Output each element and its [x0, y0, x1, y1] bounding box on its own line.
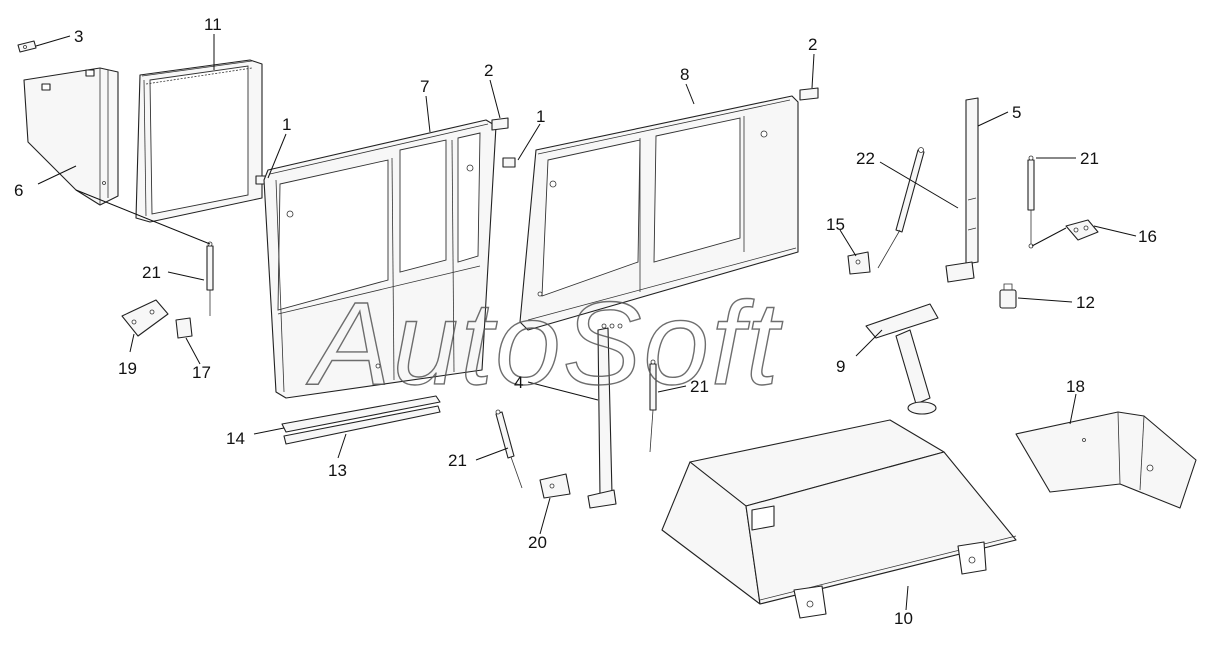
- callout-9: 9: [836, 357, 845, 376]
- part-11-filter-panel: [135, 59, 263, 223]
- part-21-strut-left: [206, 241, 214, 316]
- callout-1-right: 1: [536, 107, 545, 126]
- callout-15: 15: [826, 215, 845, 234]
- part-18-cover: [1015, 411, 1197, 509]
- part-12-switch: [999, 283, 1017, 309]
- part-13-14-sill-strip: [281, 395, 441, 445]
- leader-lines: [35, 34, 1137, 611]
- callout-21-lower: 21: [448, 451, 467, 470]
- callout-12: 12: [1076, 293, 1095, 312]
- part-19-bracket: [121, 299, 169, 337]
- callout-21-top-right: 21: [1080, 149, 1099, 168]
- part-22-gas-strut: [877, 147, 925, 269]
- callout-16: 16: [1138, 227, 1157, 246]
- part-9-pedestal: [865, 303, 939, 415]
- callout-21-center: 21: [690, 377, 709, 396]
- callout-13: 13: [328, 461, 347, 480]
- part-20-bracket: [539, 473, 571, 499]
- callout-21-left: 21: [142, 263, 161, 282]
- part-16-bracket: [1065, 219, 1099, 241]
- callout-11: 11: [204, 15, 222, 34]
- callout-2-right: 2: [808, 35, 817, 54]
- part-21-strut-lower: [495, 409, 523, 489]
- callout-10: 10: [894, 609, 913, 628]
- part-2-hinge-right: [799, 87, 819, 101]
- part-1-latch-right: [502, 157, 516, 168]
- callout-19: 19: [118, 359, 137, 378]
- part-5-post: [945, 97, 979, 283]
- callout-1-left: 1: [282, 115, 291, 134]
- callout-6: 6: [14, 181, 23, 200]
- part-8-door-frame: [519, 95, 799, 331]
- callout-7: 7: [420, 77, 429, 96]
- part-7-door-frame: [263, 119, 497, 399]
- part-10-housing: [661, 419, 1017, 619]
- callout-4: 4: [514, 373, 523, 392]
- part-3-bracket: [17, 40, 37, 53]
- callout-5: 5: [1012, 103, 1021, 122]
- callout-2-left: 2: [484, 61, 493, 80]
- part-17-plate: [175, 317, 193, 339]
- callout-8: 8: [680, 65, 689, 84]
- part-4-post: [587, 323, 623, 509]
- part-2-hinge-left: [491, 117, 509, 131]
- callout-20: 20: [528, 533, 547, 552]
- callout-22: 22: [856, 149, 875, 168]
- part-21-strut-center: [649, 359, 657, 453]
- callout-14: 14: [226, 429, 245, 448]
- callout-3: 3: [74, 27, 83, 46]
- part-15-bracket: [847, 251, 871, 275]
- part-21-strut-top-right: [1027, 155, 1035, 249]
- watermark-text: AutoSoft: [306, 278, 783, 410]
- callout-labels: 3 11 7 2 8 2 1 1 5 22 21 6 16 15 21 12 9…: [14, 15, 1157, 628]
- callout-17: 17: [192, 363, 211, 382]
- callout-18: 18: [1066, 377, 1085, 396]
- part-6-side-panel: [23, 67, 119, 206]
